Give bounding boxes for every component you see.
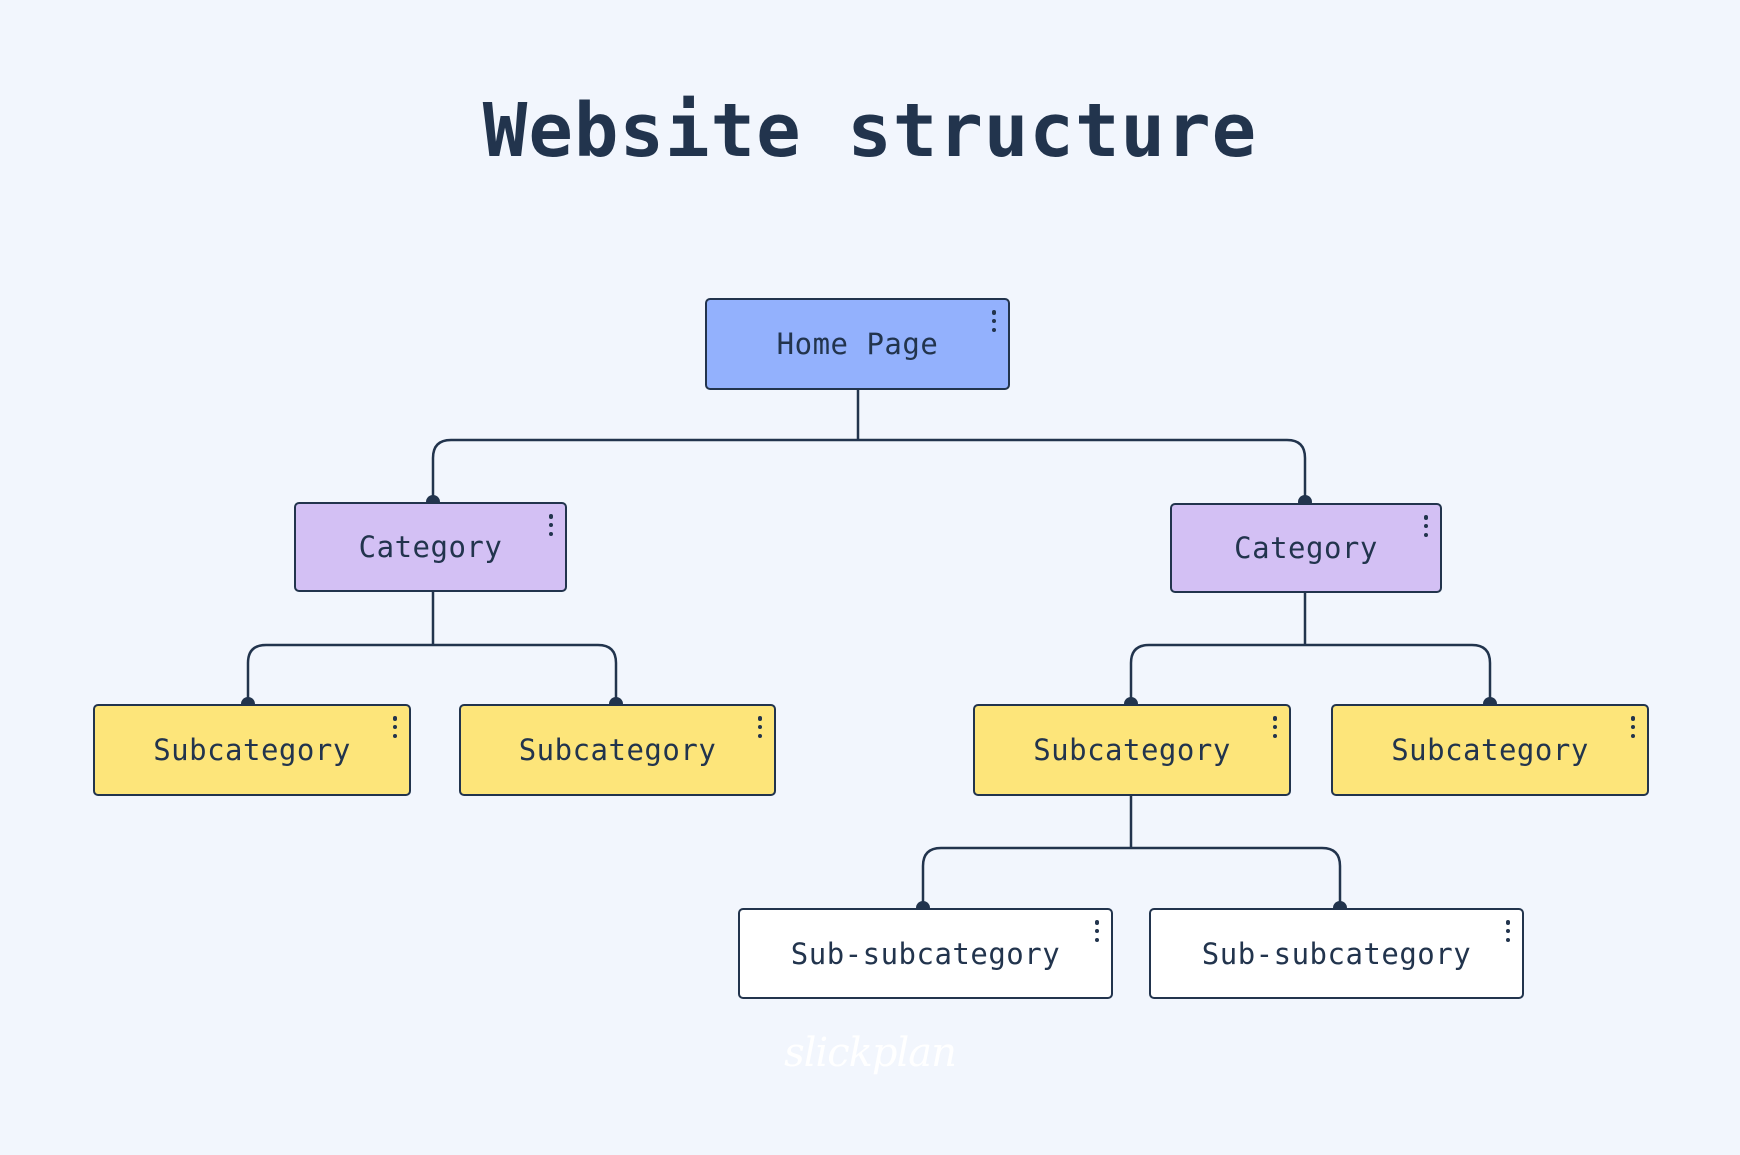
node-sub-subcategory-1[interactable]: Sub-subcategory [738, 908, 1113, 999]
node-label: Subcategory [518, 733, 717, 767]
node-label: Category [1234, 531, 1378, 565]
node-label: Subcategory [1033, 733, 1231, 767]
node-subcategory-4[interactable]: Subcategory [1331, 704, 1649, 796]
node-subcategory-2[interactable]: Subcategory [459, 704, 776, 796]
node-label: Category [358, 530, 503, 564]
link-category-right-subs [1129, 593, 1492, 704]
node-label: Subcategory [153, 733, 351, 767]
node-sub-subcategory-2[interactable]: Sub-subcategory [1149, 908, 1524, 999]
node-label: Sub-subcategory [790, 936, 1061, 971]
node-subcategory-1[interactable]: Subcategory [93, 704, 411, 796]
slickplan-logo: slickplan [784, 1030, 957, 1076]
node-category-right[interactable]: Category [1170, 503, 1442, 593]
node-label: Subcategory [1391, 733, 1589, 767]
more-options-icon[interactable] [1093, 920, 1101, 942]
more-options-icon[interactable] [1422, 515, 1430, 537]
node-home-page[interactable]: Home Page [705, 298, 1010, 390]
more-options-icon[interactable] [1504, 920, 1512, 942]
node-label: Home Page [776, 327, 939, 361]
more-options-icon[interactable] [1629, 716, 1637, 738]
link-home-categories [431, 390, 1307, 502]
more-options-icon[interactable] [391, 716, 399, 738]
link-category-left-subs [246, 592, 618, 704]
diagram-title: Website structure [482, 88, 1258, 174]
node-label: Sub-subcategory [1201, 936, 1472, 971]
node-subcategory-3[interactable]: Subcategory [973, 704, 1291, 796]
more-options-icon[interactable] [756, 716, 764, 738]
more-options-icon[interactable] [547, 514, 555, 536]
link-sub-subsubs [921, 795, 1342, 908]
node-category-left[interactable]: Category [294, 502, 567, 592]
more-options-icon[interactable] [1271, 716, 1279, 738]
more-options-icon[interactable] [990, 310, 998, 332]
